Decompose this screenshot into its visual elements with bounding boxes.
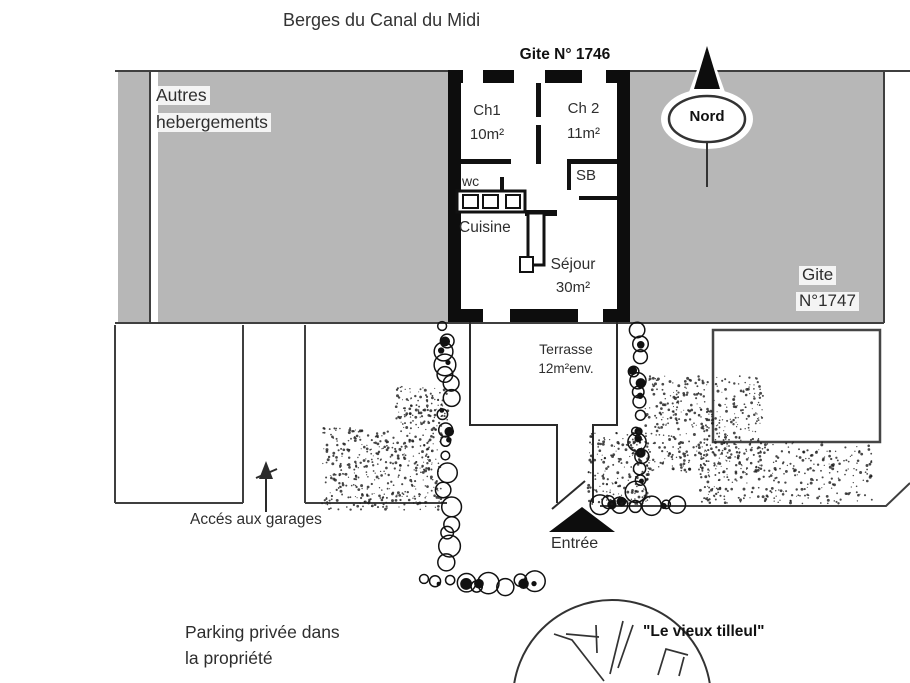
neighbor-gite-label-line2: N°1747 bbox=[796, 291, 859, 311]
other-lodgings-text2: hebergements bbox=[153, 112, 271, 133]
tree-drawing bbox=[513, 599, 711, 683]
room-sb-label: SB bbox=[576, 167, 597, 184]
vegetation-patches bbox=[321, 375, 873, 511]
room-sejour-label: Séjour bbox=[550, 256, 596, 273]
room-ch1-area: 10m² bbox=[469, 126, 505, 143]
neighbor-gite-text1: Gite bbox=[799, 265, 837, 285]
garage-access-label: Accés aux garages bbox=[190, 511, 322, 528]
neighbor-gite-label-line1: Gite bbox=[799, 265, 837, 285]
parking-label-line2: la propriété bbox=[185, 648, 273, 668]
terrace-label: Terrasse bbox=[539, 341, 593, 357]
other-lodgings-text1: Autres bbox=[153, 85, 210, 106]
north-arrow-icon bbox=[694, 46, 720, 89]
tree-label: "Le vieux tilleul" bbox=[643, 623, 765, 640]
terrace-area: 12m²env. bbox=[538, 361, 594, 376]
other-lodgings-label-line1: Autres bbox=[153, 85, 210, 106]
room-cuisine-label: Cuisine bbox=[459, 219, 511, 236]
entrance-triangle-icon bbox=[549, 507, 615, 532]
north-label: Nord bbox=[689, 108, 725, 125]
garage-arrow-icon bbox=[255, 461, 278, 512]
room-wc-label: wc bbox=[462, 173, 480, 189]
boundary-lines bbox=[114, 70, 910, 507]
hedge-bushes bbox=[418, 320, 687, 597]
kitchen-fixtures bbox=[455, 189, 546, 273]
terrace-outline bbox=[469, 322, 618, 510]
gite-walls bbox=[448, 70, 630, 322]
room-sejour-area: 30m² bbox=[555, 279, 591, 296]
room-ch1-label: Ch1 bbox=[473, 102, 501, 119]
neighbor-terrace-outline bbox=[711, 328, 882, 444]
neighbor-gite-text2: N°1747 bbox=[796, 291, 859, 311]
room-ch2-label: Ch 2 bbox=[567, 100, 600, 117]
gite-number-label: Gite N° 1746 bbox=[519, 46, 611, 63]
entrance-label: Entrée bbox=[551, 535, 599, 552]
other-lodgings-label-line2: hebergements bbox=[153, 112, 271, 133]
north-compass bbox=[661, 42, 753, 187]
room-ch2-area: 11m² bbox=[566, 125, 601, 142]
plan-title: Berges du Canal du Midi bbox=[283, 10, 481, 30]
parking-label-line1: Parking privée dans bbox=[185, 622, 340, 642]
